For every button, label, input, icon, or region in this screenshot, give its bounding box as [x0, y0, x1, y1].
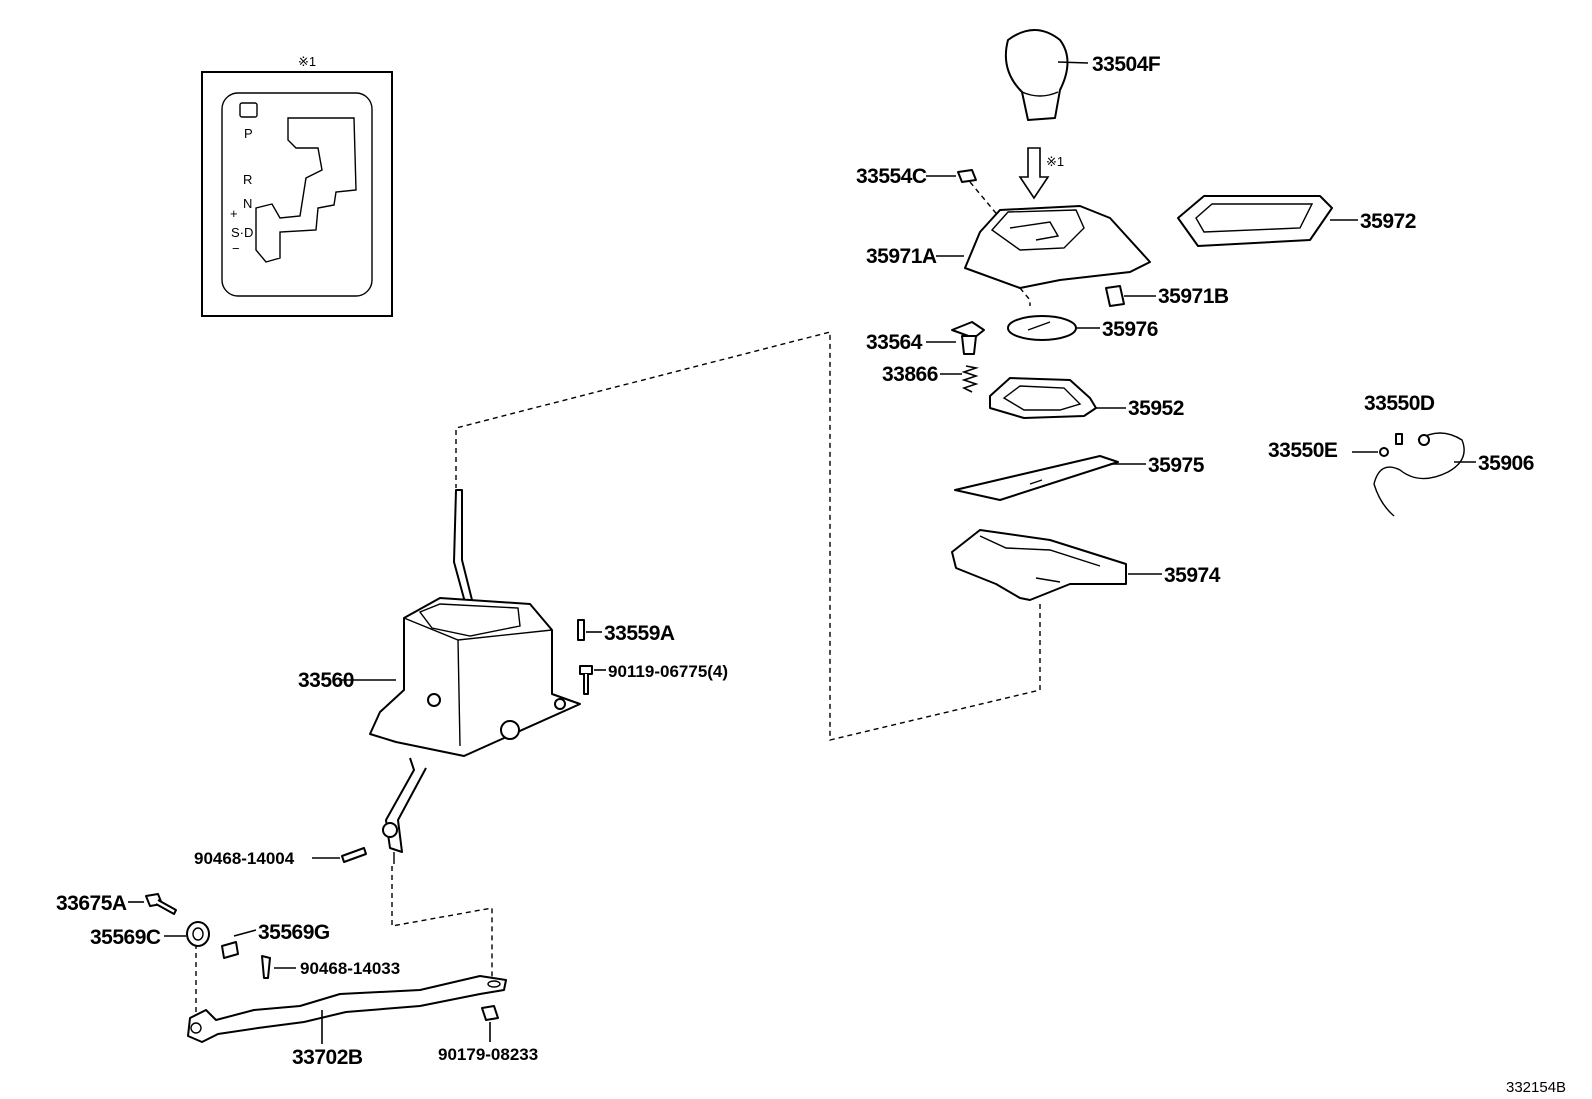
diagram-id: 332154B: [1506, 1079, 1566, 1096]
shifter-assembly-33560: [340, 489, 581, 864]
indicator-35952: [989, 377, 1126, 419]
inset-frame: [201, 71, 393, 317]
label-33564: 33564: [866, 331, 923, 354]
label-33675A: 33675A: [56, 892, 127, 915]
upper-housing-35971A: [936, 205, 1151, 306]
gate-sd: S·D: [231, 225, 253, 240]
harness-35906: [1352, 432, 1476, 517]
install-arrow-icon: [1018, 147, 1050, 200]
label-90468-14004: 90468-14004: [194, 849, 295, 868]
inset-inner-frame: [221, 92, 373, 297]
clip-33554C: [926, 169, 1001, 219]
label-90119-06775: 90119-06775(4): [608, 662, 728, 681]
shift-gate-inset: ※1 P R N + S·D −: [201, 54, 393, 317]
label-33550E: 33550E: [1268, 439, 1338, 462]
pin-33559A: [577, 619, 602, 641]
inset-gate-slot: [255, 117, 357, 263]
clip-90468-14033: [261, 955, 296, 979]
nut-90179: [481, 1005, 499, 1042]
clip-35971B: [1105, 285, 1156, 307]
plate-35976: [1007, 315, 1100, 341]
shift-knob: [1004, 29, 1089, 121]
spring-33866: [940, 365, 980, 393]
bolt-90119: [579, 665, 606, 695]
label-35952: 35952: [1128, 397, 1184, 420]
bushing-35569C: [164, 921, 210, 947]
label-35975: 35975: [1148, 454, 1205, 477]
label-35569G: 35569G: [258, 921, 330, 944]
clip-90468-14004: [312, 847, 367, 863]
label-33504F: 33504F: [1092, 53, 1161, 76]
label-35971A: 35971A: [866, 245, 937, 268]
lower-cover-35974: [455, 331, 1162, 741]
arrow-mark: ※1: [1046, 154, 1064, 169]
collar-35569G: [221, 929, 257, 959]
label-33559A: 33559A: [604, 622, 675, 645]
gate-p: P: [244, 126, 253, 141]
inset-button-icon: [239, 102, 258, 118]
rod-33702B: [187, 975, 507, 1044]
label-35569C: 35569C: [90, 926, 161, 949]
linkage-guide: [391, 866, 493, 980]
gate-r: R: [243, 172, 252, 187]
label-35972: 35972: [1360, 210, 1416, 233]
label-33702B: 33702B: [292, 1046, 363, 1069]
label-90179-08233: 90179-08233: [438, 1045, 538, 1064]
label-33560: 33560: [298, 669, 354, 692]
slide-plate-35975: [954, 455, 1146, 501]
label-35976: 35976: [1102, 318, 1158, 341]
bolt-33675A: [128, 893, 177, 915]
label-33866: 33866: [882, 363, 938, 386]
gate-plus: +: [230, 206, 238, 221]
inset-mark: ※1: [298, 54, 316, 69]
label-35971B: 35971B: [1158, 285, 1229, 308]
label-33550D: 33550D: [1364, 392, 1435, 415]
label-35906: 35906: [1478, 452, 1534, 475]
bezel-35972: [1177, 195, 1358, 247]
label-90468-14033: 90468-14033: [300, 959, 400, 978]
label-35974: 35974: [1164, 564, 1221, 587]
label-33554C: 33554C: [856, 165, 927, 188]
button-33564: [926, 321, 985, 355]
gate-n: N: [243, 196, 252, 211]
gate-minus: −: [232, 241, 240, 256]
